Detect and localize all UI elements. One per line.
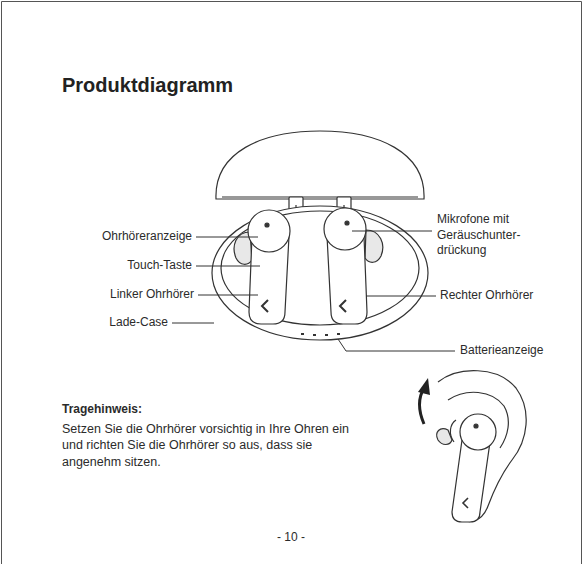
left-earbud <box>234 210 290 324</box>
right-earbud <box>324 208 383 324</box>
leader-lines <box>172 231 455 351</box>
page-number: - 10 - <box>277 530 305 546</box>
page-title: Produktdiagramm <box>62 72 233 98</box>
part-label: Linker Ohrhörer <box>110 287 194 303</box>
part-label: Touch-Taste <box>127 258 192 274</box>
part-label: Mikrofone mit Geräuschunter- drückung <box>437 212 537 259</box>
part-label: Lade-Case <box>109 315 168 331</box>
note-heading: Tragehinweis: <box>62 402 142 418</box>
part-label: Rechter Ohrhörer <box>440 288 533 304</box>
ear-illustration <box>437 371 526 522</box>
insert-arrow <box>418 378 430 424</box>
part-label: Ohrhöreranzeige <box>102 229 192 245</box>
note-body: Setzen Sie die Ohrhörer vorsichtig in Ih… <box>62 421 350 470</box>
charging-case <box>212 131 428 340</box>
part-label: Batterieanzeige <box>460 343 543 359</box>
